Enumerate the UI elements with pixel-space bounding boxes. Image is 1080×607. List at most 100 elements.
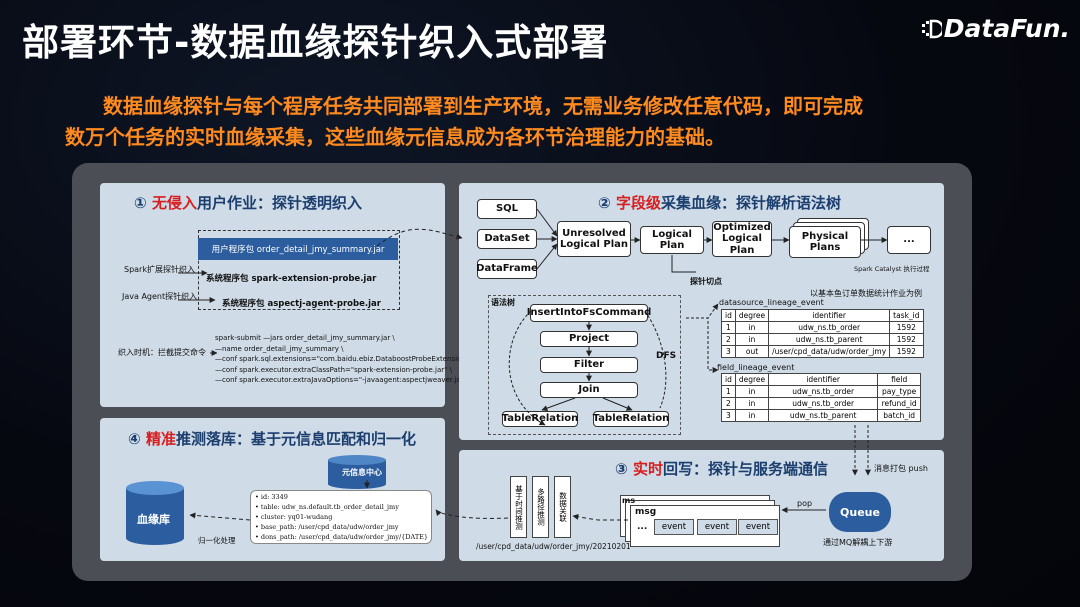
source-dataset: DataSet: [477, 229, 537, 249]
more-plans: ...: [887, 226, 931, 254]
record-field: • dons_path: /user/cpd_data/udw/order_jm…: [255, 533, 429, 541]
panel2-highlight: 字段级: [615, 194, 661, 212]
table-header: task_id: [889, 309, 924, 322]
table-header-row: id degree identifier field: [721, 373, 922, 386]
meta-center-icon: [328, 455, 386, 489]
panel3-highlight: 实时: [632, 460, 663, 478]
metadata-record: • id: 3349 • table: udw_ns.default.tb_or…: [250, 490, 432, 544]
dfs-label: DFS: [656, 351, 677, 361]
tree-node-insert: InsertIntoFsCommand: [527, 304, 651, 322]
package-group: [198, 230, 400, 310]
cmd-line: spark-submit —jars order_detail_jmy_summ…: [215, 334, 395, 342]
table-cell: in: [734, 397, 770, 410]
example-note: 以基本鱼订单数据统计作业为例: [810, 289, 922, 298]
msg-fragment: ms: [622, 496, 636, 505]
logo-mark-icon: [921, 19, 942, 39]
push-label: 消息打包 push: [874, 464, 928, 473]
panel3-number: ③: [615, 460, 628, 478]
table-cell: out: [734, 345, 770, 358]
system-package-agent: 系统程序包 aspectj-agent-probe.jar: [222, 299, 381, 309]
panel-realtime: ③ 实时回写：探针与服务端通信 消息打包 push pop Queue 通过MQ…: [459, 450, 944, 561]
table-header-row: id degree identifier task_id: [721, 309, 924, 322]
lineage-db-label: 血缘库: [137, 513, 170, 526]
panel1-number: ①: [134, 194, 147, 212]
subtitle-line2: 数万个任务的实时血缘采集，这些血缘元信息成为各环节治理能力的基础。: [65, 125, 725, 149]
field-event-title: field_lineage_event: [717, 363, 795, 372]
unresolved-logical-plan: Unresolved Logical Plan: [557, 221, 631, 257]
probe-point-label: 探针切点: [690, 277, 722, 286]
submit-command: spark-submit —jars order_detail_jmy_summ…: [215, 333, 474, 386]
table-cell: 2: [721, 397, 736, 410]
queue: Queue: [829, 492, 891, 532]
record-field: • table: udw_ns.default.tb_order_detail_…: [255, 503, 399, 511]
strategy-multipath: 多路径推测: [532, 476, 549, 538]
record-field: • id: 3349: [255, 493, 288, 501]
tree-node-relation: TableRelation: [502, 411, 578, 427]
table-cell: in: [734, 385, 770, 398]
table-cell: in: [734, 321, 770, 334]
strategy-time: 基于时间推测: [510, 476, 527, 538]
meta-center-label: 元信息中心: [342, 468, 382, 477]
panel-noninvasive: ① 无侵入用户作业：探针透明织入 用户程序包 order_detail_jmy_…: [100, 183, 474, 407]
tree-node-project: Project: [540, 331, 638, 347]
table-cell: 1: [721, 321, 736, 334]
optimized-logical-plan: Optimized Logical Plan: [712, 221, 772, 257]
inject-timing-label: 织入时机：拦截提交命令: [118, 348, 206, 357]
record-value: id: 3349: [260, 493, 288, 501]
table-cell: udw_ns.tb_parent: [768, 333, 891, 346]
table-header: field: [877, 373, 922, 386]
panel-field-level: ② 字段级采集血缘：探针解析语法树 SQL DataSet DataFrame …: [459, 183, 944, 440]
panel4-title-text: 推测落库：基于元信息匹配和归一化: [175, 430, 416, 448]
table-cell: udw_ns.tb_order: [768, 321, 891, 334]
table-cell: /user/cpd_data/udw/order_jmy: [768, 345, 891, 358]
panel2-title-text: 采集血缘：探针解析语法树: [660, 194, 841, 212]
msg-ellipsis: ...: [637, 522, 648, 532]
table-cell: 3: [721, 345, 736, 358]
table-cell: udw_ns.tb_order: [768, 385, 879, 398]
tree-node-join: Join: [540, 382, 638, 398]
mq-note: 通过MQ解耦上下游: [823, 538, 893, 547]
record-field: • base_path: /user/cpd_data/udw/order_jm…: [255, 523, 399, 531]
table-header: id: [721, 309, 736, 322]
logical-plan: Logical Plan: [640, 226, 704, 254]
datasource-lineage-table: id degree identifier task_id 1 in udw_ns…: [721, 309, 924, 358]
spark-probe-label: Spark扩展探针织入: [124, 265, 195, 274]
table-header: identifier: [768, 373, 879, 386]
cmd-line: —name order_detail_jmy_summary \: [215, 344, 344, 353]
event-chip: event: [738, 519, 778, 535]
msg-label: msg: [635, 507, 657, 517]
subtitle-line1: 数据血缘探针与每个程序任务共同部署到生产环境，无需业务修改任意代码，即可完成: [103, 94, 863, 118]
tree-node-filter: Filter: [540, 357, 638, 373]
datafun-logo: DataFun.: [920, 14, 1070, 43]
table-header: degree: [734, 373, 770, 386]
table-row: 1 in udw_ns.tb_order pay_type: [721, 385, 922, 398]
output-path: /user/cpd_data/udw/order_jmy/20210201: [476, 542, 631, 551]
user-package: 用户程序包 order_detail_jmy_summary.jar: [198, 238, 398, 260]
panel2-number: ②: [598, 194, 611, 212]
panel1-title-text: 用户作业：探针透明织入: [196, 194, 362, 212]
table-row: 2 in udw_ns.tb_parent 1592: [721, 333, 924, 346]
table-cell: 1: [721, 385, 736, 398]
table-row: 1 in udw_ns.tb_order 1592: [721, 321, 924, 334]
table-cell: refund_id: [877, 397, 922, 410]
panel1-highlight: 无侵入: [151, 194, 197, 212]
panel2-title: ② 字段级采集血缘：探针解析语法树: [598, 192, 841, 213]
table-header: id: [721, 373, 736, 386]
cmd-line: —conf spark.sql.extensions="com.baidu.eb…: [215, 355, 474, 363]
syntax-tree-frame: [488, 295, 681, 435]
table-header: identifier: [768, 309, 891, 322]
table-cell: pay_type: [877, 385, 922, 398]
pop-label: pop: [797, 499, 813, 508]
catalyst-caption: Spark Catalyst 执行过程: [854, 265, 930, 273]
datasource-event-title: datasource_lineage_event: [719, 298, 824, 307]
table-cell: 1592: [889, 321, 924, 334]
record-field: • cluster: yq01-wudang: [255, 513, 333, 521]
tree-node-relation: TableRelation: [593, 411, 669, 427]
panel4-title: ④ 精准推测落库：基于元信息匹配和归一化: [128, 428, 416, 449]
table-cell: udw_ns.tb_parent: [768, 409, 879, 422]
logo-text: DataFun.: [943, 14, 1070, 43]
event-chip: event: [697, 519, 737, 535]
panel3-title-text: 回写：探针与服务端通信: [662, 460, 828, 478]
field-lineage-table: id degree identifier field 1 in udw_ns.t…: [721, 373, 922, 422]
source-dataframe: DataFrame: [476, 259, 538, 279]
